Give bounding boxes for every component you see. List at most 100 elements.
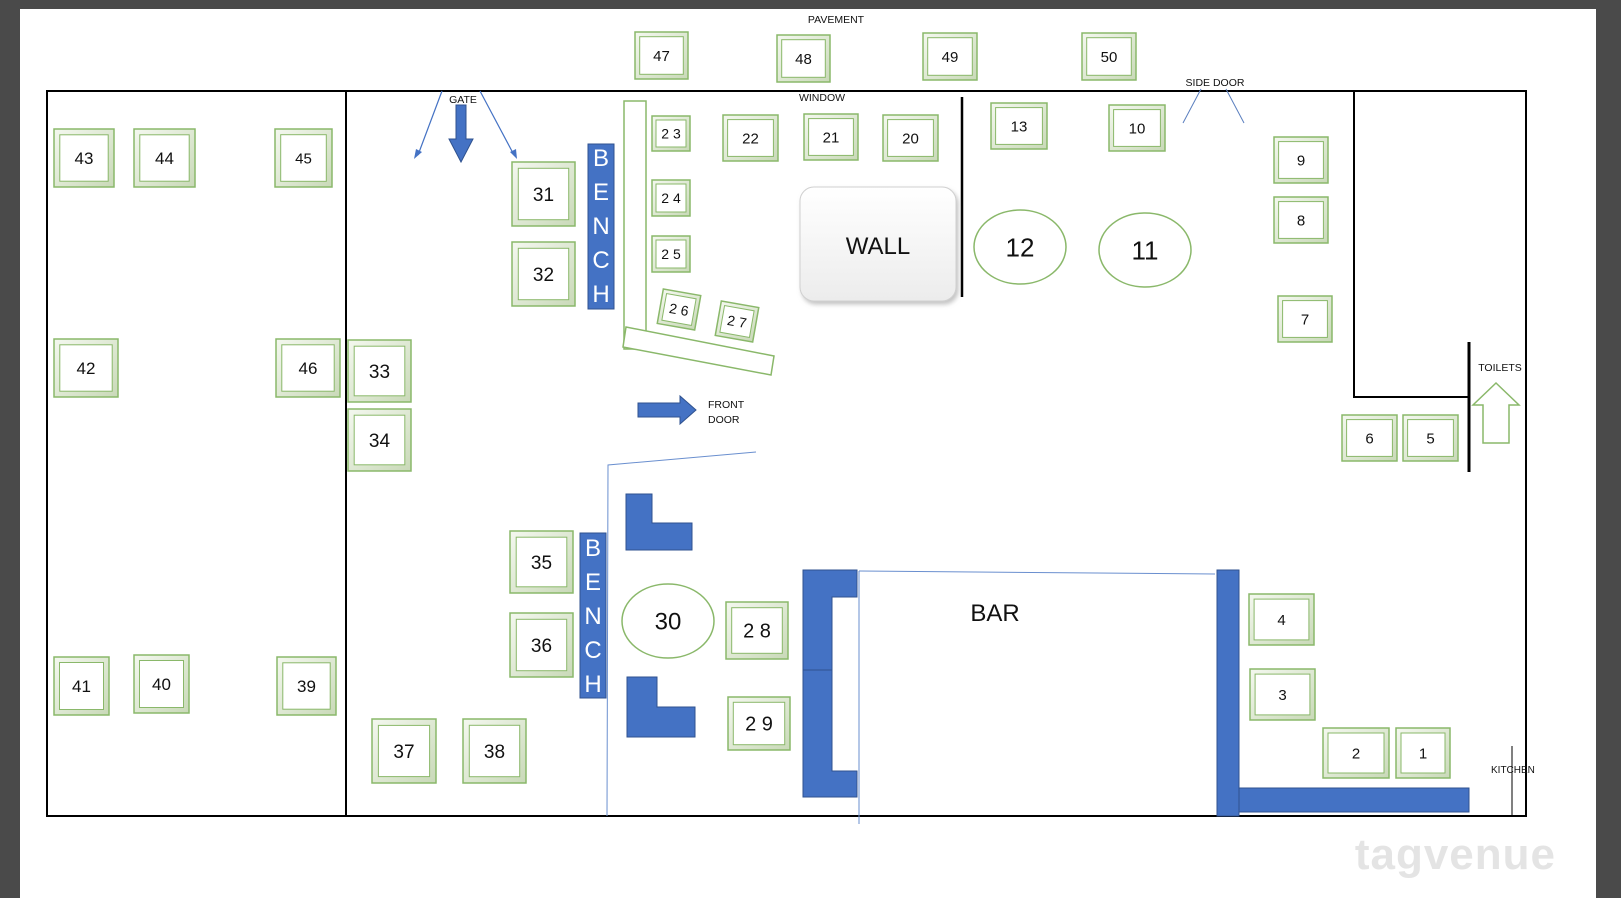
table-7: 7	[1277, 295, 1333, 343]
kitchen-label: KITCHEN	[1491, 765, 1535, 776]
table-28: 2 8	[725, 601, 789, 660]
table-label: 36	[531, 636, 552, 657]
front-door-arrow	[637, 394, 697, 426]
table-5: 5	[1402, 414, 1459, 462]
front-door-label-line2: DOOR	[708, 414, 740, 426]
wall-label: WALL	[846, 233, 910, 260]
bench-letter: H	[584, 671, 601, 698]
table-37: 37	[371, 718, 437, 784]
table-label: 2 5	[661, 246, 681, 262]
front-door-label-line1: FRONT	[708, 399, 745, 411]
table-23: 2 3	[651, 115, 691, 152]
window-label: WINDOW	[799, 92, 845, 104]
table-8: 8	[1273, 196, 1329, 244]
table-label: 7	[1301, 311, 1309, 328]
table-label: 47	[653, 48, 670, 65]
bench-letter: E	[593, 179, 609, 206]
table-label: 2 4	[661, 190, 681, 206]
table-26: 2 6	[656, 288, 702, 331]
side-door-label: SIDE DOOR	[1186, 77, 1245, 89]
table-21: 21	[803, 113, 859, 161]
plan-labels: PAVEMENT WINDOW GATE SIDE DOOR TOILETS F…	[449, 14, 1535, 776]
table-1: 1	[1395, 727, 1451, 779]
table-41: 41	[53, 656, 110, 716]
table-label: 33	[369, 362, 390, 383]
table-label: 44	[155, 149, 174, 168]
table-label: 48	[795, 51, 812, 68]
round-table-12: 12	[973, 209, 1067, 285]
outer-boundary	[46, 90, 1527, 817]
table-label: 45	[295, 150, 312, 167]
table-label: 37	[393, 742, 414, 763]
toilets-arrow	[1471, 381, 1521, 444]
bench-letter: C	[584, 637, 601, 664]
table-25: 2 5	[651, 235, 691, 273]
table-9: 9	[1273, 136, 1329, 184]
table-label: 1	[1419, 745, 1427, 762]
table-3: 3	[1249, 668, 1316, 721]
table-label: 9	[1297, 152, 1305, 169]
table-34: 34	[347, 408, 412, 472]
table-49: 49	[922, 32, 978, 81]
table-33: 33	[347, 339, 412, 403]
table-27: 2 7	[714, 300, 760, 343]
table-4: 4	[1248, 593, 1315, 646]
table-label: 34	[369, 431, 391, 452]
table-label: 31	[533, 185, 554, 206]
watermark: tagvenue	[1354, 830, 1556, 879]
table-48: 48	[776, 34, 831, 83]
wall-box	[799, 186, 957, 302]
table-label: 13	[1011, 118, 1028, 135]
round-table-label: 12	[1006, 232, 1035, 262]
table-35: 35	[509, 530, 574, 594]
table-label: 42	[77, 359, 96, 378]
table-38: 38	[462, 718, 527, 784]
table-label: 3	[1278, 687, 1286, 704]
table-31: 31	[511, 161, 576, 227]
table-label: 5	[1426, 430, 1434, 447]
table-label: 22	[742, 130, 759, 147]
table-43: 43	[53, 128, 115, 188]
toilet-partition	[1353, 91, 1468, 398]
table-44: 44	[133, 128, 196, 188]
structural-lines	[46, 90, 1527, 817]
bench-top	[587, 143, 615, 310]
table-label: 32	[533, 265, 554, 286]
table-label: 49	[942, 49, 959, 66]
side-door	[1182, 88, 1245, 124]
bench-letter: C	[592, 247, 609, 274]
table-42: 42	[53, 338, 119, 398]
toilets-label: TOILETS	[1478, 362, 1522, 374]
table-label: 21	[823, 129, 840, 146]
pavement-label: PAVEMENT	[808, 14, 865, 26]
table-13: 13	[990, 102, 1048, 150]
corner-seat-top	[625, 493, 693, 551]
table-label: 40	[152, 675, 171, 694]
front-area-line	[606, 451, 757, 817]
table-label: 20	[902, 130, 919, 147]
bench-letter: B	[593, 145, 609, 172]
table-20: 20	[882, 114, 939, 162]
table-47: 47	[634, 31, 689, 80]
table-label: 2 7	[726, 312, 748, 331]
bar-top-line	[858, 570, 1216, 575]
table-label: 2 9	[745, 714, 773, 736]
table-label: 38	[484, 742, 505, 763]
table-22: 22	[722, 114, 779, 162]
bench-letter: H	[592, 281, 609, 308]
table-36: 36	[509, 612, 574, 678]
table-label: 46	[299, 359, 318, 378]
bench-bottom	[579, 532, 607, 699]
bench-letter: N	[584, 603, 601, 630]
table-45: 45	[274, 128, 333, 188]
gate-label: GATE	[449, 94, 477, 106]
table-24: 2 4	[651, 179, 691, 217]
table-label: 50	[1101, 49, 1118, 66]
round-table-11: 11	[1098, 212, 1192, 288]
bar-bottom-wall	[1238, 787, 1470, 813]
table-6: 6	[1341, 414, 1398, 462]
